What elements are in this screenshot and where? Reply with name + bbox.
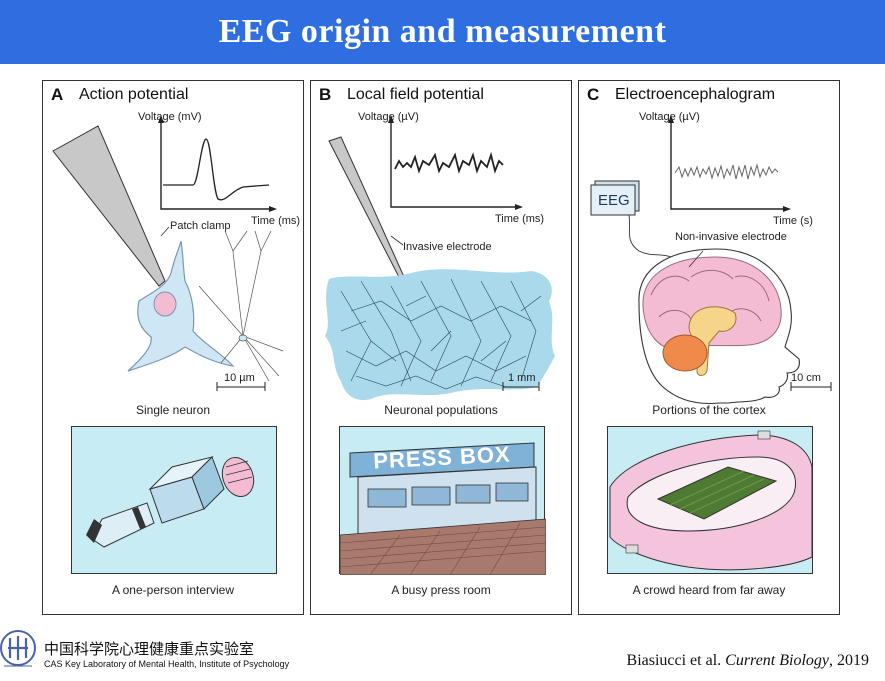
illustration-caption: A busy press room [311,583,571,597]
press-box-illustration: PRESS BOX [339,426,545,574]
eeg-device-label: EEG [598,192,630,209]
x-axis-label: Time (ms) [251,215,300,227]
panel-a: A Action potential Voltage (mV) [42,80,304,615]
y-axis-label: Voltage (µV) [358,111,419,123]
graph-axes [671,121,785,209]
scale-bar-label: 1 mm [508,372,536,384]
action-potential-trace [163,139,269,200]
y-axis-label: Voltage (mV) [138,111,202,123]
institution-name-cn: 中国科学院心理健康重点实验室 [44,638,254,659]
citation-authors: Biasiucci et al. [627,652,722,669]
graph-axes [161,121,271,209]
x-axis-label: Time (s) [773,215,813,227]
lfp-trace [395,155,503,171]
invasive-electrode [329,137,405,281]
non-invasive-electrode-label: Non-invasive electrode [675,231,787,243]
stadium-icon [610,431,812,570]
electrode-wire [629,215,671,257]
scale-bar-label: 10 cm [791,372,821,384]
institution-logo-icon [0,628,38,674]
illustration-caption: A one-person interview [43,583,303,597]
citation: Biasiucci et al. Current Biology, 2019 [627,652,869,670]
panel-caption: Neuronal populations [311,403,571,417]
cerebellum [663,335,707,371]
action-potential-diagram [43,81,305,426]
illustration-caption: A crowd heard from far away [579,583,839,597]
microphone-icon [86,453,259,547]
neuron-nucleus [154,292,176,316]
panel-caption: Single neuron [43,403,303,417]
panel-b: B Local field potential Voltage (µV) Tim… [310,80,572,615]
eeg-trace [675,165,778,179]
scale-bar-label: 10 µm [224,372,255,384]
patch-clamp-pipette [53,126,165,286]
title-bar: EEG origin and measurement [0,0,885,64]
y-axis-label: Voltage (µV) [639,111,700,123]
invasive-electrode-label: Invasive electrode [403,241,492,253]
citation-journal: Current Biology [725,652,829,669]
x-axis-label: Time (ms) [495,213,544,225]
stadium-illustration [607,426,813,574]
microphone-illustration [71,426,277,574]
panel-c: C Electroencephalogram Voltage (µV) Time… [578,80,840,615]
patch-clamp-label: Patch clamp [170,220,231,232]
page-title: EEG origin and measurement [219,13,667,51]
panel-caption: Portions of the cortex [579,403,839,417]
citation-year: , 2019 [829,652,869,669]
institution-name-en: CAS Key Laboratory of Mental Health, Ins… [44,659,289,669]
